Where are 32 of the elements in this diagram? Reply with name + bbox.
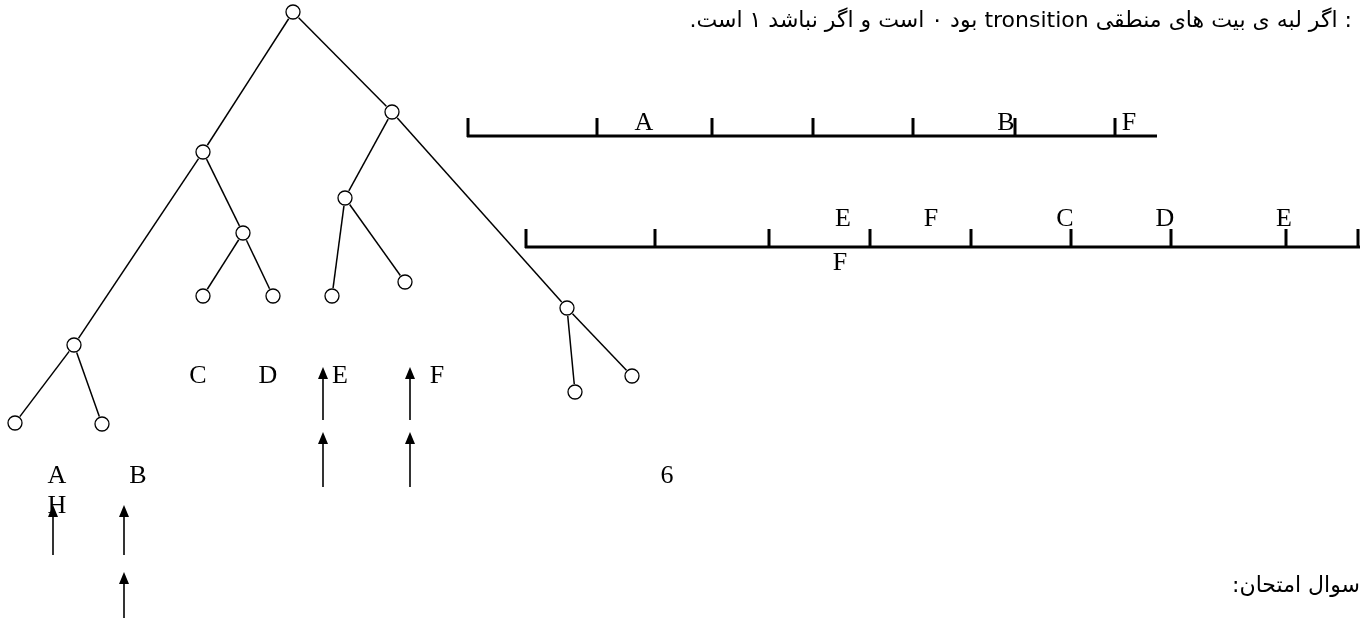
letter-label: 6 xyxy=(660,462,674,488)
letter-label: E xyxy=(835,205,851,231)
letter-label: F xyxy=(923,205,939,231)
branch-line xyxy=(19,350,70,418)
note-text: سوال امتحان: xyxy=(1232,574,1360,596)
note-text: : اگر لبه ی بیت های منطقی tronsition بود ۰ است و اگر نباشد ۱ است. xyxy=(689,9,1352,31)
branch-line xyxy=(348,203,402,277)
branch-line xyxy=(332,205,345,289)
letter-label: B xyxy=(997,109,1015,135)
branch-line xyxy=(206,18,290,146)
letter-label: B xyxy=(129,462,147,488)
branch-line xyxy=(205,158,241,227)
letter-label: A xyxy=(47,462,67,488)
branch-line xyxy=(75,351,101,418)
letter-label: D xyxy=(258,362,278,388)
branch-line xyxy=(206,239,240,290)
branch-line xyxy=(348,118,389,192)
letter-label: F xyxy=(429,362,445,388)
branch-line xyxy=(396,117,563,303)
letter-label: C xyxy=(1056,205,1074,231)
branch-line xyxy=(571,313,628,371)
letter-label: D xyxy=(1155,205,1175,231)
branch-line xyxy=(297,16,388,108)
letter-label: F xyxy=(1121,109,1137,135)
branch-line xyxy=(245,239,271,290)
letter-label: F xyxy=(832,249,848,275)
letter-label: E xyxy=(332,362,348,388)
letter-label: C xyxy=(189,362,207,388)
letter-label: A xyxy=(634,109,654,135)
letter-label: E xyxy=(1276,205,1292,231)
branch-line xyxy=(77,157,200,340)
branch-line xyxy=(567,315,575,385)
